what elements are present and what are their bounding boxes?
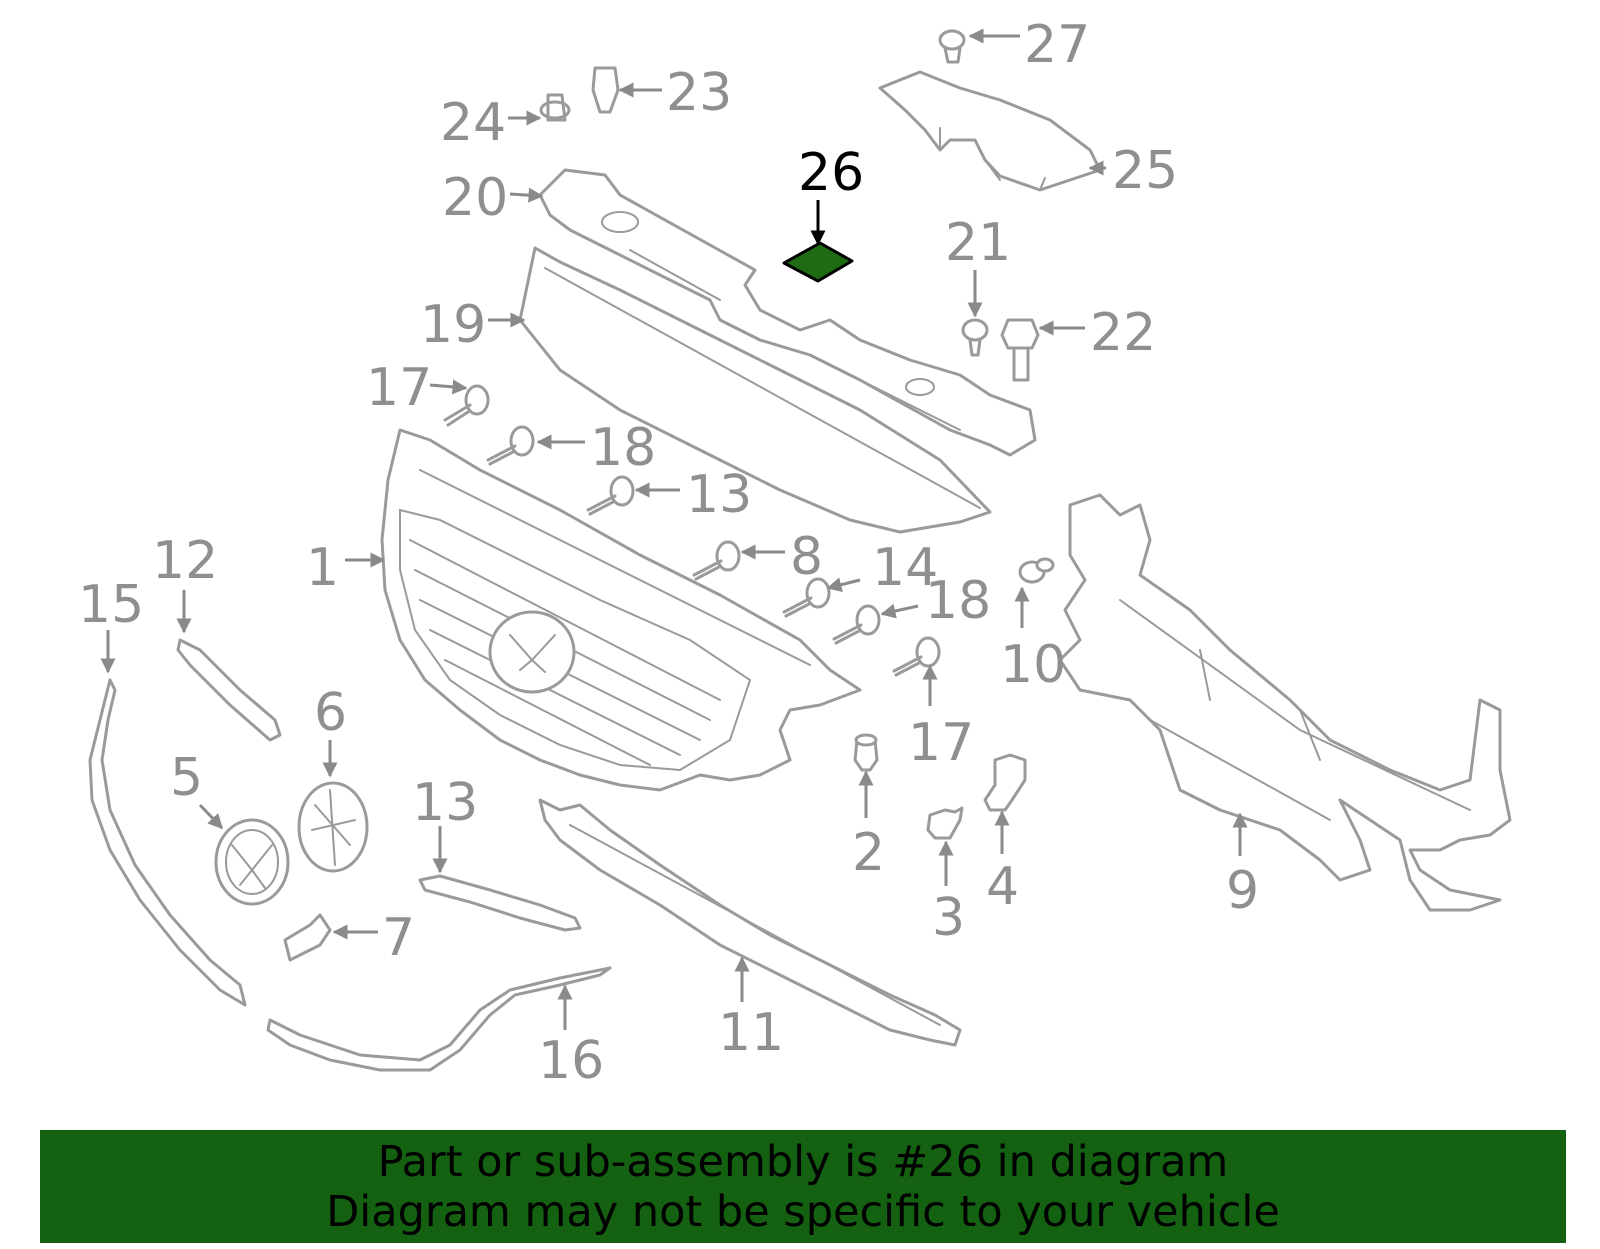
bolt-22 — [1000, 318, 1040, 382]
part-11-bracket — [538, 798, 962, 1047]
callout-15: 15 — [78, 575, 144, 635]
screw-18-top — [486, 425, 535, 466]
callout-11: 11 — [718, 1003, 784, 1063]
part-2-clip — [853, 733, 879, 772]
screw-14-mid — [782, 577, 831, 618]
callout-6: 6 — [314, 683, 347, 743]
part-20-support-cover — [538, 168, 1037, 457]
callout-20: 20 — [442, 168, 508, 228]
callout-23: 23 — [666, 63, 732, 123]
part-10-clip — [1018, 557, 1055, 584]
part-9-reinforcement — [1058, 493, 1512, 912]
part-1-grille — [380, 428, 862, 792]
callout-19: 19 — [420, 295, 486, 355]
clip-24 — [539, 93, 571, 122]
callout-14-mid: 14 — [872, 538, 938, 598]
part-12-molding — [176, 638, 282, 742]
part-25-cover — [878, 70, 1102, 192]
callout-25: 25 — [1112, 141, 1178, 201]
part-16-molding — [266, 966, 612, 1072]
leader-lines — [100, 28, 1248, 1030]
part-5-emblem — [214, 818, 290, 906]
part-7-clip — [283, 913, 332, 962]
clip-23 — [591, 66, 620, 114]
part-26-highlighted[interactable] — [782, 241, 854, 283]
callout-12: 12 — [152, 531, 218, 591]
part-6-emblem-bracket — [297, 781, 369, 873]
part-4-bracket — [983, 753, 1027, 812]
part-26-shape[interactable] — [782, 241, 854, 283]
callout-4: 4 — [986, 857, 1019, 917]
screw-8 — [692, 540, 741, 581]
callout-7: 7 — [382, 908, 415, 968]
callout-16: 16 — [538, 1031, 604, 1091]
screw-17-top — [443, 384, 490, 427]
callout-5: 5 — [170, 748, 203, 808]
callout-18-mid: 18 — [925, 571, 991, 631]
info-banner: Part or sub-assembly is #26 in diagram D… — [40, 1130, 1566, 1243]
callout-14-top: 13 — [686, 465, 752, 525]
banner-line-disclaimer: Diagram may not be specific to your vehi… — [326, 1186, 1280, 1237]
part-13-molding — [418, 874, 582, 932]
clip-21 — [961, 318, 989, 357]
callout-24: 24 — [440, 93, 506, 153]
callout-1: 1 — [306, 538, 339, 598]
callout-2: 2 — [852, 823, 885, 883]
callout-18-top: 18 — [590, 418, 656, 478]
callout-8: 8 — [790, 527, 823, 587]
screw-17-mid — [892, 636, 941, 677]
callout-21: 21 — [945, 213, 1011, 273]
screw-14-top — [586, 475, 635, 516]
part-15-molding — [88, 678, 247, 1007]
clip-27 — [938, 29, 966, 64]
screws — [443, 29, 1040, 677]
callout-17-top: 17 — [366, 358, 432, 418]
screw-18-mid — [832, 604, 881, 645]
callout-26[interactable]: 26 — [798, 143, 864, 203]
callout-27: 27 — [1024, 15, 1090, 75]
part-19-seal — [518, 246, 992, 534]
callout-9: 9 — [1226, 861, 1259, 921]
callout-3: 3 — [932, 888, 965, 948]
callout-labels: 27 23 24 25 20 26 21 22 19 17 18 13 8 14… — [78, 15, 1259, 1091]
callout-17-mid: 17 — [908, 713, 974, 773]
callout-13: 13 — [412, 773, 478, 833]
callout-10: 10 — [1000, 635, 1066, 695]
callout-22: 22 — [1090, 303, 1156, 363]
part-3-clip — [926, 806, 964, 840]
banner-line-part-info: Part or sub-assembly is #26 in diagram — [377, 1136, 1229, 1187]
